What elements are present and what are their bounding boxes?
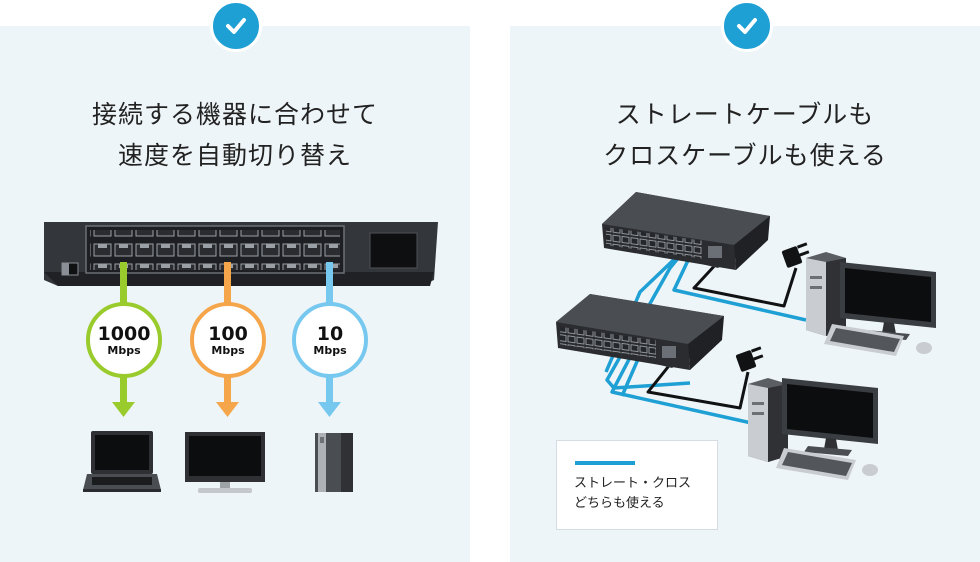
speed-value: 100	[208, 323, 248, 345]
cable-legend-swatch	[575, 461, 635, 465]
left-title-line2: 速度を自動切り替え	[117, 141, 352, 170]
switching-hub-front	[44, 222, 438, 286]
left-title: 接続する機器に合わせて 速度を自動切り替え	[0, 94, 470, 176]
right-title: ストレートケーブルも クロスケーブルも使える	[510, 94, 980, 176]
speed-unit: Mbps	[107, 344, 141, 357]
legend-line1: ストレート・クロス	[574, 476, 692, 491]
cable-legend-text: ストレート・クロス どちらも使える	[574, 474, 691, 514]
laptop-icon	[83, 431, 161, 492]
checkmark-icon	[721, 0, 773, 52]
speed-unit: Mbps	[211, 344, 245, 357]
cable-legend: ストレート・クロス どちらも使える	[556, 440, 718, 530]
checkmark-icon	[210, 0, 262, 52]
desktop-pc-icon	[806, 252, 936, 356]
speed-value: 1000	[97, 323, 151, 345]
speed-badge-10: 10 Mbps	[292, 302, 368, 378]
speed-value: 10	[316, 323, 344, 345]
speed-badge-1000: 1000 Mbps	[86, 302, 162, 378]
legend-line2: どちらも使える	[574, 496, 665, 511]
speed-unit: Mbps	[313, 344, 347, 357]
left-title-line1: 接続する機器に合わせて	[91, 100, 378, 129]
console-icon	[315, 433, 353, 492]
right-title-line1: ストレートケーブルも	[615, 100, 875, 129]
speed-badge-100: 100 Mbps	[190, 302, 266, 378]
power-plug-icon	[781, 242, 810, 268]
right-title-line2: クロスケーブルも使える	[603, 141, 887, 170]
monitor-icon	[185, 432, 265, 493]
switching-hub-upper	[602, 192, 770, 270]
desktop-pc-icon	[748, 378, 878, 480]
speed-connectors	[112, 262, 341, 417]
network-cables	[604, 244, 807, 426]
power-plug-icon	[735, 346, 764, 372]
switching-hub-lower	[556, 294, 724, 370]
